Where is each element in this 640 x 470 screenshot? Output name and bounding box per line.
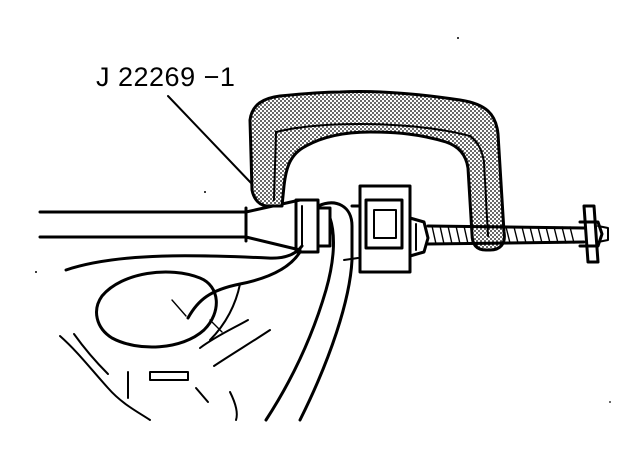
clamp-swivel-pad [294, 198, 332, 254]
t-handle [578, 204, 609, 264]
c-clamp-frame [248, 89, 506, 252]
brake-line [38, 198, 302, 252]
callout-leader [167, 95, 253, 185]
paper-specks [35, 37, 611, 403]
piston-block [350, 184, 430, 274]
rotor-arm [264, 201, 359, 422]
clamp-screw [426, 224, 586, 246]
tool-number-label: J 22269 −1 [96, 62, 236, 92]
caliper-housing [59, 244, 304, 421]
